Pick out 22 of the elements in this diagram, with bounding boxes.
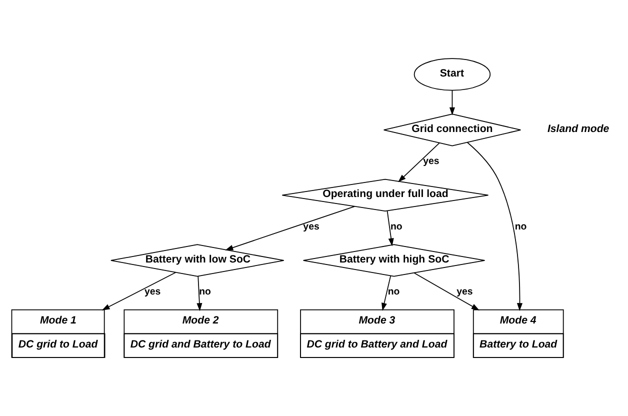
edge-label: no [390, 221, 402, 232]
edge-label: no [388, 286, 400, 298]
arrow [386, 210, 394, 246]
arrow [382, 275, 392, 311]
arrow [102, 272, 176, 310]
edge-label: yes [423, 156, 440, 168]
arrow [466, 142, 523, 312]
edge-label: no [514, 221, 527, 232]
arrow [449, 90, 456, 116]
edge-label: yes [456, 286, 473, 298]
node-ellipse: Start [414, 58, 491, 91]
arrow [225, 206, 356, 250]
arrow [414, 272, 480, 310]
label: Island mode [547, 122, 610, 135]
arrow [196, 276, 202, 312]
node-diamond: Battery with high SoC [302, 244, 486, 277]
arrow [398, 142, 440, 182]
edge-label: no [199, 286, 211, 298]
edge-label: yes [303, 221, 320, 232]
node-diamond: Grid connection [383, 114, 522, 146]
node-diamond: Operating under full load [282, 178, 489, 212]
edge-label: yes [144, 286, 161, 298]
